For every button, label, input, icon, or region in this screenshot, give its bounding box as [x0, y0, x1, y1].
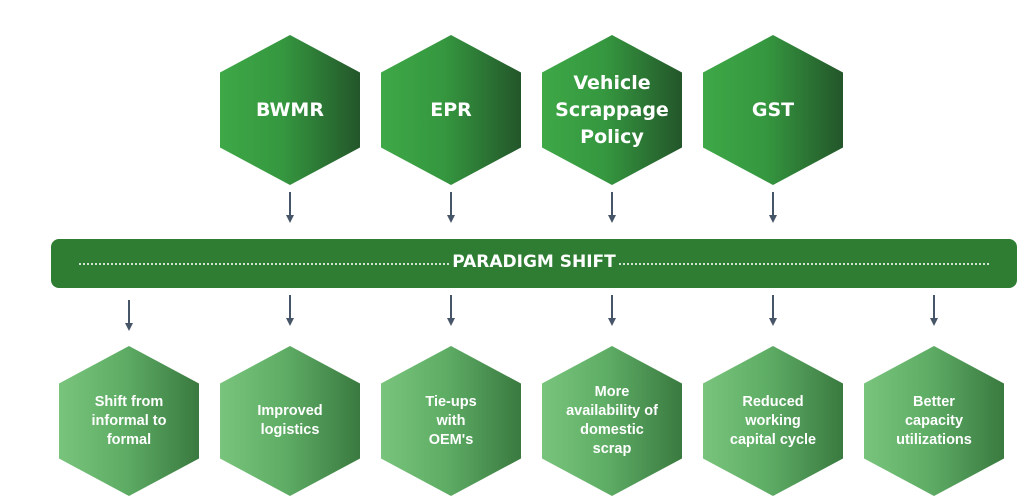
outcome-label: Reduced working capital cycle: [729, 393, 817, 448]
paradigm-shift-bar: PARADIGM SHIFT: [51, 239, 1017, 288]
policy-hex: GST: [703, 35, 843, 185]
outcome-hex: More availability of domestic scrap: [542, 346, 682, 496]
outcome-hex: Shift from informal to formal: [59, 346, 199, 496]
policy-label: GST: [751, 98, 795, 121]
outcome-label: Tie-ups with OEM's: [425, 393, 477, 448]
outcome-label: More availability of domestic scrap: [566, 384, 658, 457]
policy-label: BWMR: [256, 98, 324, 121]
paradigm-shift-label: PARADIGM SHIFT: [449, 252, 619, 272]
policy-hex: BWMR: [220, 35, 360, 185]
down-arrow-icon: [285, 295, 295, 327]
down-arrow-icon: [446, 295, 456, 327]
outcome-label: Better capacity utilizations: [896, 393, 972, 448]
policy-label: EPR: [430, 98, 472, 121]
policy-label: Vehicle Scrappage Policy: [555, 71, 669, 148]
outcome-hex: Tie-ups with OEM's: [381, 346, 521, 496]
down-arrow-icon: [446, 192, 456, 224]
down-arrow-icon: [124, 300, 134, 332]
policy-hex: EPR: [381, 35, 521, 185]
outcome-hex: Reduced working capital cycle: [703, 346, 843, 496]
outcome-hex: Better capacity utilizations: [864, 346, 1004, 496]
outcome-label: Shift from informal to formal: [91, 393, 167, 448]
down-arrow-icon: [285, 192, 295, 224]
outcome-hex: Improved logistics: [220, 346, 360, 496]
down-arrow-icon: [929, 295, 939, 327]
down-arrow-icon: [768, 192, 778, 224]
policy-hex: Vehicle Scrappage Policy: [542, 35, 682, 185]
down-arrow-icon: [607, 192, 617, 224]
down-arrow-icon: [768, 295, 778, 327]
outcome-label: Improved logistics: [257, 403, 323, 438]
down-arrow-icon: [607, 295, 617, 327]
